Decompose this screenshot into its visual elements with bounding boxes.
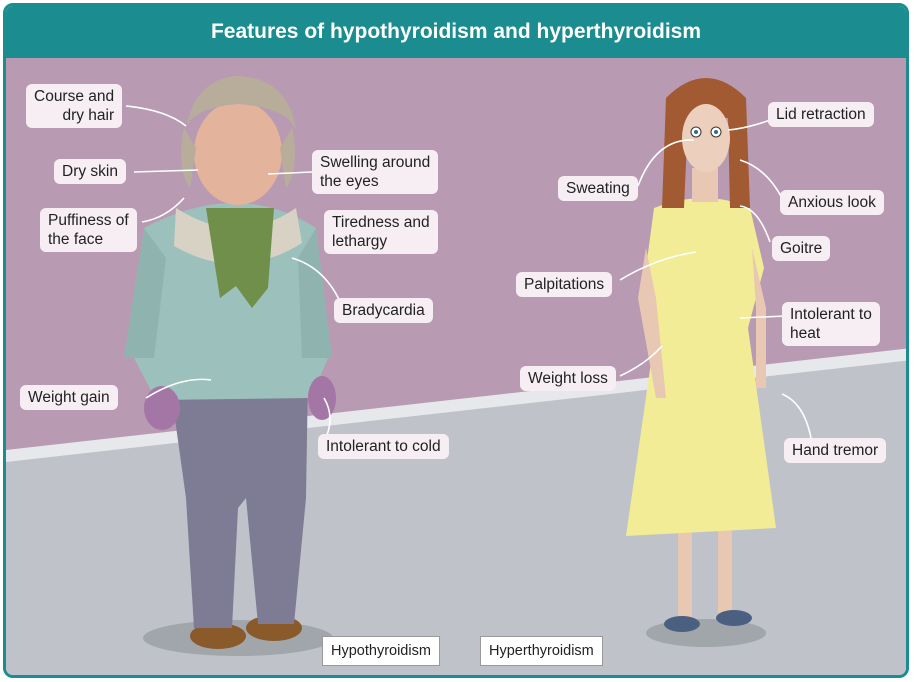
label-puffiness-of-face: Puffiness of the face (40, 208, 137, 252)
label-swelling-around-eyes: Swelling around the eyes (312, 150, 438, 194)
label-lid-retraction: Lid retraction (768, 102, 874, 127)
label-palpitations: Palpitations (516, 272, 612, 297)
figure-title: Features of hypothyroidism and hyperthyr… (211, 20, 701, 44)
label-dry-skin: Dry skin (54, 159, 126, 184)
label-sweating: Sweating (558, 176, 638, 201)
label-coarse-dry-hair: Course and dry hair (26, 84, 122, 128)
caption-hyperthyroidism: Hyperthyroidism (480, 636, 603, 666)
label-intolerant-to-heat: Intolerant to heat (782, 302, 880, 346)
label-bradycardia: Bradycardia (334, 298, 433, 323)
label-tiredness-lethargy: Tiredness and lethargy (324, 210, 438, 254)
label-intolerant-to-cold: Intolerant to cold (318, 434, 449, 459)
title-bar: Features of hypothyroidism and hyperthyr… (6, 6, 906, 58)
label-weight-gain: Weight gain (20, 385, 118, 410)
illustration-svg (6, 58, 909, 678)
label-anxious-look: Anxious look (780, 190, 884, 215)
illustration-scene: Course and dry hair Dry skin Puffiness o… (6, 58, 906, 678)
figure-frame: Features of hypothyroidism and hyperthyr… (3, 3, 909, 678)
label-hand-tremor: Hand tremor (784, 438, 886, 463)
caption-hypothyroidism: Hypothyroidism (322, 636, 440, 666)
label-goitre: Goitre (772, 236, 830, 261)
label-weight-loss: Weight loss (520, 366, 616, 391)
